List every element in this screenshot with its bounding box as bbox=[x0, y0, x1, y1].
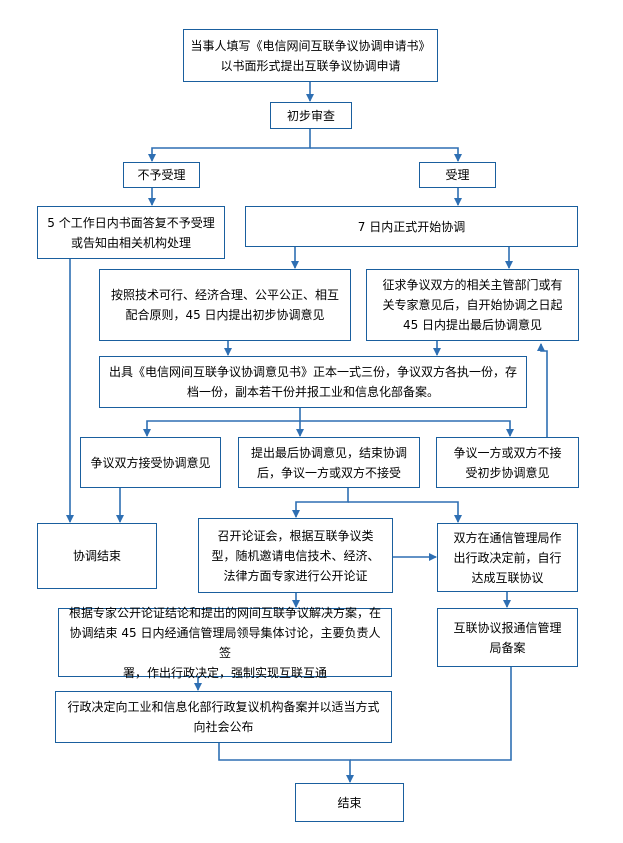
arrow-initial-reject-back-up bbox=[537, 343, 548, 439]
node-administrative-decision: 根据专家公开论证结论和提出的网间互联争议解决方案，在协调结束 45 日内经通信管… bbox=[58, 606, 392, 680]
node-accepted: 受理 bbox=[419, 162, 496, 188]
node-issue-report: 出具《电信网间互联争议协调意见书》正本一式三份，争议双方各执一份，存档一份，副本… bbox=[99, 356, 527, 408]
arrow-final-reject-split bbox=[292, 488, 349, 518]
node-both-accept: 争议双方接受协调意见 bbox=[80, 437, 221, 488]
node-final-rejected: 提出最后协调意见，结束协调后，争议一方或双方不接受 bbox=[238, 437, 420, 488]
node-preliminary-review: 初步审查 bbox=[270, 102, 352, 129]
node-coordination-end: 协调结束 bbox=[37, 523, 157, 589]
node-end: 结束 bbox=[295, 783, 404, 822]
arrow-review-to-accept bbox=[310, 147, 462, 162]
node-initial-rejected: 争议一方或双方不接受初步协调意见 bbox=[436, 437, 579, 488]
arrow-report-to-initial-reject bbox=[300, 420, 514, 437]
node-start-coordination: 7 日内正式开始协调 bbox=[245, 206, 578, 247]
arrow-report-split bbox=[143, 408, 301, 437]
node-not-accepted: 不予受理 bbox=[123, 162, 200, 188]
node-written-reply: 5 个工作日内书面答复不予受理或告知由相关机构处理 bbox=[37, 206, 225, 259]
node-self-agreement: 双方在通信管理局作出行政决定前，自行达成互联协议 bbox=[437, 523, 578, 592]
node-publish-decision: 行政决定向工业和信息化部行政复议机构备案并以适当方式向社会公布 bbox=[55, 691, 392, 743]
arrow-publish-to-end bbox=[218, 743, 354, 783]
node-expert-hearing: 召开论证会，根据互联争议类型，随机邀请电信技术、经济、法律方面专家进行公开论证 bbox=[198, 518, 393, 593]
arrow-review-split bbox=[148, 128, 311, 162]
node-agreement-filing: 互联协议报通信管理局备案 bbox=[437, 608, 578, 667]
node-initial-opinion: 按照技术可行、经济合理、公平公正、相互配合原则，45 日内提出初步协调意见 bbox=[99, 269, 351, 341]
arrow-final-reject-to-self-agree bbox=[348, 501, 462, 523]
node-submit-application: 当事人填写《电信网间互联争议协调申请书》以书面形式提出互联争议协调申请 bbox=[183, 29, 438, 82]
arrow-filing-to-end bbox=[350, 667, 512, 761]
